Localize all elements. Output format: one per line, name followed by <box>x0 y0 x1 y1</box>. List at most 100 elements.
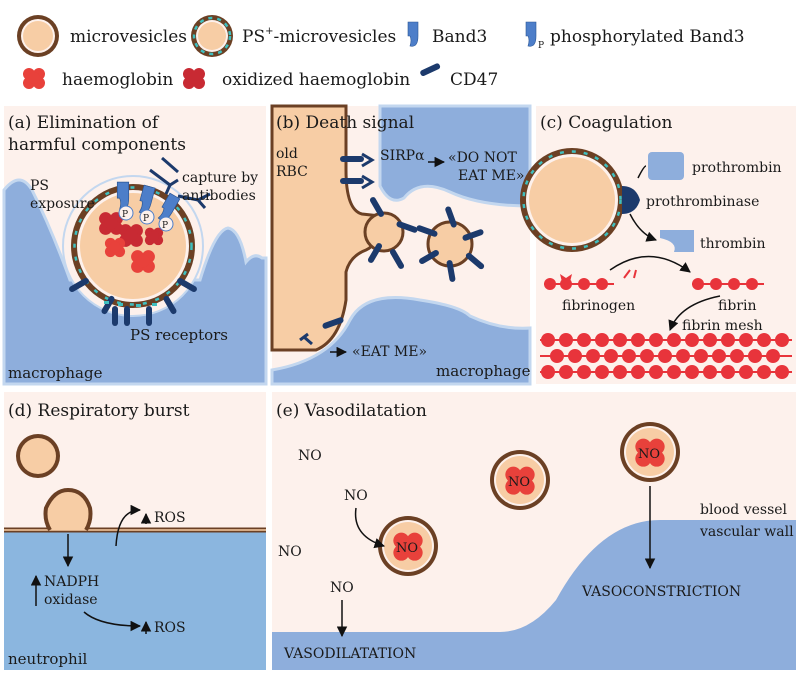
panel-d-neutrophil-body <box>4 530 266 670</box>
panel-d-neutrophil-label: neutrophil <box>8 650 87 668</box>
panel-b-title: (b) Death signal <box>276 113 414 133</box>
legend-cd47-label: CD47 <box>450 70 498 90</box>
panel-d-free-vesicle <box>16 434 60 478</box>
panel-c-prothrombin-icon <box>648 152 684 180</box>
panel-b-budding-vesicle <box>363 211 405 253</box>
panel-a-antibody-icon <box>149 156 211 209</box>
fibrin-node <box>685 365 699 379</box>
fibrin-node <box>613 365 627 379</box>
legend-haemoglobin-icon <box>23 68 45 89</box>
panel-c-prothrombin-label: prothrombin <box>692 160 782 176</box>
panel-a-p-mark: P <box>122 210 128 220</box>
panel-d-arrow-ros-top <box>115 504 142 547</box>
fibrin-node <box>613 333 627 347</box>
fibrin-node <box>712 349 726 363</box>
panel-b-old-label: old <box>276 146 298 162</box>
panel-c-ps-microvesicle <box>520 148 624 252</box>
panel-b-sirp-receptors <box>299 152 375 346</box>
fibrin-node <box>694 349 708 363</box>
legend-cd47-icon <box>419 62 441 77</box>
fibrin-node <box>703 365 717 379</box>
panel-c-arrow-fibrin <box>609 255 691 273</box>
fibrin-node <box>775 365 789 379</box>
fibrin-node <box>721 365 735 379</box>
panel-e-vesicle-3 <box>620 422 680 482</box>
panel-b-rbc-label: RBC <box>276 164 308 180</box>
panel-c-prothrombinase-icon <box>622 186 640 214</box>
panel-c-fibrinogen-label: fibrinogen <box>562 298 635 314</box>
panel-e-blood-vessel-label: blood vessel <box>700 502 788 518</box>
panel-e-no-in-vesicle-1: NO <box>396 541 418 556</box>
fibrin-node <box>730 349 744 363</box>
panel-b-free-vesicle <box>426 220 474 268</box>
fibrin-node <box>757 333 771 347</box>
panel-c-fibrin-mesh-label: fibrin mesh <box>682 318 763 334</box>
legend-band3-icon <box>407 21 419 47</box>
panel-b-macrophage-bottom <box>270 296 532 386</box>
panel-c-arrow-mesh <box>668 295 721 331</box>
panel-d-arrow-ros-bottom <box>83 611 142 632</box>
panel-d-oxidase-label: oxidase <box>44 592 98 608</box>
panel-e-arrow-no-capture <box>354 507 386 549</box>
panel-d-ros-bottom-label: ROS <box>154 620 186 636</box>
panel-d-fusing-vesicle <box>43 487 93 532</box>
fibrin-node <box>748 349 762 363</box>
fibrin-node <box>766 349 780 363</box>
fibrin-node <box>667 365 681 379</box>
panel-e-vesicle-2 <box>490 450 550 510</box>
legend-oxidized-haemoglobin-icon <box>183 68 205 89</box>
panel-a-ps-dots <box>104 301 157 307</box>
panel-a-capture-label-2: antibodies <box>182 188 256 204</box>
panel-e-vascular-wall-label: vascular wall <box>699 524 794 540</box>
panel-a-band3-group: P P P <box>116 181 181 232</box>
panel-b-cd47-group <box>322 156 485 329</box>
panel-a-exposure-label: exposure <box>30 196 95 212</box>
fibrin-node <box>541 333 555 347</box>
fibrin-node <box>775 333 789 347</box>
svg-text:P: P <box>143 214 149 224</box>
panel-a-title-1: (a) Elimination of <box>8 113 160 133</box>
panel-c-cleavage-icon <box>623 269 637 279</box>
panel-e-no-free-4: NO <box>330 580 354 596</box>
fibrin-node <box>739 365 753 379</box>
legend-haemoglobin-label: haemoglobin <box>62 70 173 90</box>
fibrin-node <box>622 349 636 363</box>
panel-e-no-free-3: NO <box>278 544 302 560</box>
panel-c-fibrin-mesh <box>540 333 792 379</box>
panel-c-fibrinogen-icon <box>544 274 614 290</box>
panel-b-sirp-label: SIRPα <box>380 148 425 164</box>
svg-text:P: P <box>162 221 168 231</box>
legend-microvesicles-icon <box>17 15 59 57</box>
panel-b-macrophage-top <box>378 104 532 208</box>
panel-b-dont-label-1: «DO NOT <box>448 150 517 166</box>
panel-c: (c) Coagulation prothrombin prothrombina… <box>520 106 796 384</box>
panel-a-capture-label-1: capture by <box>182 170 258 186</box>
panel-b-old-rbc <box>270 104 382 352</box>
panel-e-vascular-wall <box>272 520 796 670</box>
legend-phos-mark: P <box>538 41 544 51</box>
panel-c-fibrin-icon <box>692 278 764 290</box>
panel-e-vasodilatation-label: VASODILATATION <box>283 646 416 662</box>
fibrin-node <box>631 333 645 347</box>
fibrin-node <box>550 349 564 363</box>
panel-c-thrombin-icon <box>660 230 694 252</box>
fibrin-node <box>586 349 600 363</box>
fibrin-node <box>649 365 663 379</box>
fibrin-node <box>631 365 645 379</box>
panel-b-eat-label: «EAT ME» <box>352 344 427 360</box>
legend-microvesicles-label: microvesicles <box>70 27 187 47</box>
panel-c-prothrombinase-label: prothrombinase <box>646 194 759 210</box>
legend-phos-band3-label: phosphorylated Band3 <box>550 27 745 47</box>
fibrin-node <box>595 365 609 379</box>
fibrin-node <box>703 333 717 347</box>
panel-e-title: (e) Vasodilatation <box>276 401 427 421</box>
panel-c-thrombin-label: thrombin <box>700 236 766 252</box>
panel-e-vasoconstriction-label: VASOCONSTRICTION <box>581 584 741 600</box>
fibrin-node <box>577 365 591 379</box>
panel-a-ps-receptors-label: PS receptors <box>130 326 228 344</box>
panel-e-no-free-1: NO <box>298 448 322 464</box>
fibrin-node <box>559 365 573 379</box>
panel-c-arrow-thrombin <box>629 213 657 242</box>
fibrin-node <box>757 365 771 379</box>
